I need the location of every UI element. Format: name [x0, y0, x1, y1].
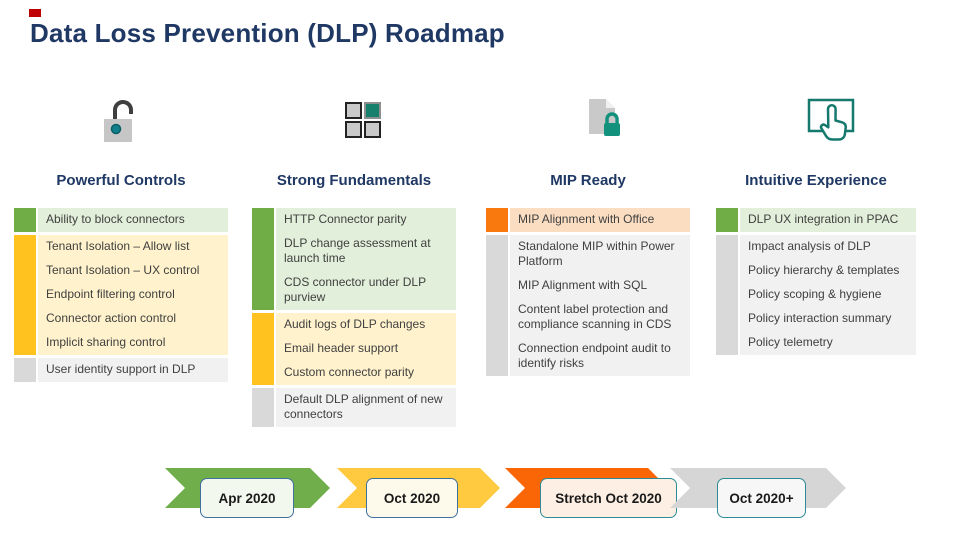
- group-items: Default DLP alignment of new connectors: [276, 388, 456, 427]
- roadmap-item: Tenant Isolation – Allow list: [46, 239, 190, 253]
- roadmap-item: DLP change assessment at launch time: [284, 236, 431, 265]
- status-bar-gray: [252, 388, 274, 427]
- status-bar-green: [14, 208, 36, 232]
- roadmap-item: Endpoint filtering control: [46, 287, 175, 301]
- roadmap-item: Policy hierarchy & templates: [748, 263, 900, 277]
- column-header-mip-ready: MIP Ready: [550, 172, 626, 189]
- status-bar-yellow: [252, 313, 274, 385]
- status-group-gray: Default DLP alignment of new connectors: [252, 388, 456, 427]
- status-bar-gray: [14, 358, 36, 382]
- status-bar-green: [716, 208, 738, 232]
- roadmap-item: Implicit sharing control: [46, 335, 166, 349]
- column-header-powerful-controls: Powerful Controls: [56, 172, 186, 189]
- roadmap-item: Standalone MIP within Power Platform: [518, 239, 675, 268]
- group-items: MIP Alignment with Office: [510, 208, 690, 232]
- roadmap-item: DLP UX integration in PPAC: [748, 212, 899, 226]
- roadmap-item: Policy interaction summary: [748, 311, 892, 325]
- status-group-gray: User identity support in DLP: [14, 358, 228, 382]
- roadmap-item: Impact analysis of DLP: [748, 239, 871, 253]
- status-bar-orange: [486, 208, 508, 232]
- column-header-intuitive-experience: Intuitive Experience: [745, 172, 887, 189]
- status-bar-gray: [486, 235, 508, 376]
- timeline-label: Apr 2020: [200, 478, 294, 518]
- status-bar-gray: [716, 235, 738, 355]
- unlock-icon: [14, 92, 228, 150]
- status-group-gray: Impact analysis of DLP Policy hierarchy &…: [716, 235, 916, 355]
- roadmap-item: Content label protection and compliance …: [518, 302, 672, 331]
- timeline-label: Oct 2020: [366, 478, 458, 518]
- roadmap-item: CDS connector under DLP purview: [284, 275, 426, 304]
- status-bar-green: [252, 208, 274, 310]
- column-header-strong-fundamentals: Strong Fundamentals: [276, 172, 432, 189]
- red-marker: [29, 9, 41, 17]
- roadmap-item: Connector action control: [46, 311, 177, 325]
- roadmap-item: Custom connector parity: [284, 365, 415, 379]
- touch-icon: [732, 92, 932, 150]
- status-group-green: DLP UX integration in PPAC: [716, 208, 916, 232]
- roadmap-item: MIP Alignment with Office: [518, 212, 655, 226]
- timeline-label: Oct 2020+: [717, 478, 806, 518]
- timeline: Apr 2020 Oct 2020 Stretch Oct 2020 Oct 2020…: [0, 468, 960, 528]
- timeline-label: Stretch Oct 2020: [540, 478, 677, 518]
- group-items: User identity support in DLP: [38, 358, 228, 382]
- status-group-green: Ability to block connectors: [14, 208, 228, 232]
- status-group-orange: MIP Alignment with Office: [486, 208, 690, 232]
- roadmap-item: Email header support: [284, 341, 399, 355]
- roadmap-item: HTTP Connector parity: [284, 212, 407, 226]
- group-items: Ability to block connectors: [38, 208, 228, 232]
- group-items: DLP UX integration in PPAC: [740, 208, 916, 232]
- grid-icon: [262, 92, 466, 150]
- document-lock-icon: [502, 92, 706, 150]
- roadmap-item: MIP Alignment with SQL: [518, 278, 648, 292]
- roadmap-item: Policy scoping & hygiene: [748, 287, 882, 301]
- roadmap-item: Policy telemetry: [748, 335, 833, 349]
- roadmap-item: Audit logs of DLP changes: [284, 317, 426, 331]
- roadmap-item: User identity support in DLP: [46, 362, 196, 376]
- group-items: Impact analysis of DLP Policy hierarchy &…: [740, 235, 916, 355]
- status-bar-yellow: [14, 235, 36, 355]
- roadmap-item: Ability to block connectors: [46, 212, 185, 226]
- column-list: DLP UX integration in PPAC Impact analysi…: [716, 208, 916, 355]
- roadmap-item: Tenant Isolation – UX control: [46, 263, 200, 277]
- roadmap-item: Default DLP alignment of new connectors: [284, 392, 443, 421]
- roadmap-item: Connection endpoint audit to identify ri…: [518, 341, 671, 370]
- page-title: Data Loss Prevention (DLP) Roadmap: [30, 18, 505, 48]
